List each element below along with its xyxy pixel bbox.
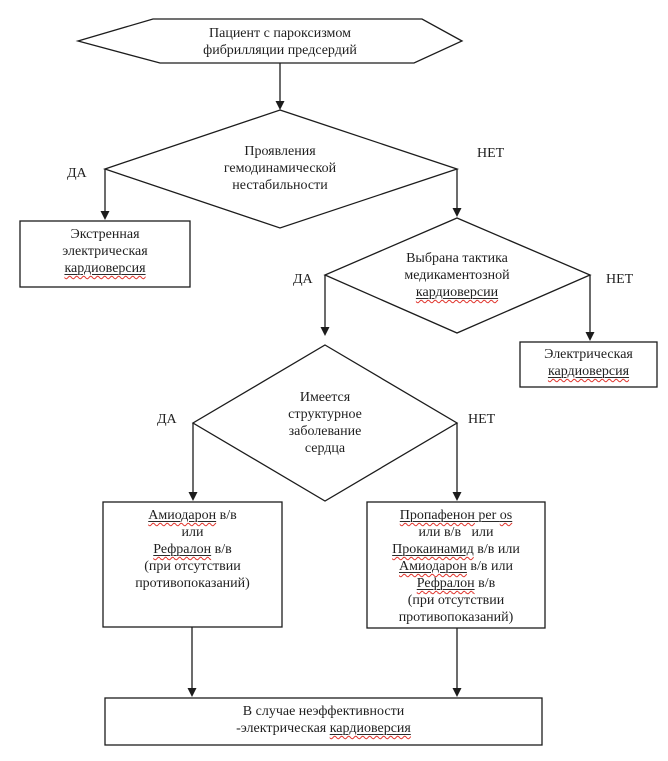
node-text-line: Пациент с пароксизмом — [209, 26, 351, 41]
drug-name: Прокаинамид — [392, 542, 474, 557]
decision-hemodynamic-outline — [102, 109, 460, 229]
misspelled-word: os — [499, 508, 513, 523]
misspelled-word: кардиоверсия — [547, 364, 630, 379]
node-text-line: Электрическая — [544, 347, 633, 362]
node-text-line: Пропафенон per os — [369, 507, 543, 524]
node-text-line: кардиоверсия — [522, 363, 655, 380]
drug-name: Рефралон — [416, 576, 475, 591]
box-emergency-cardioversion-outline — [19, 220, 191, 288]
box-ineffective-fallback-outline — [104, 697, 543, 746]
node-text-line: противопоказаний) — [398, 610, 514, 625]
text-segment: в/в или — [466, 559, 513, 574]
text-segment: в/в или — [473, 542, 520, 557]
box-drugs-no-structural: Пропафенон per os или в/в или Прокаинами… — [369, 507, 543, 626]
text-segment: per — [474, 508, 500, 523]
decision-structural-disease: Имеется структурное заболевание сердца — [245, 389, 405, 457]
branch-label-no: НЕТ — [477, 146, 505, 161]
node-text-line: Амиодарон в/в — [105, 507, 280, 524]
node-text-line: Рефралон в/в — [105, 541, 280, 558]
node-text-line: Имеется — [299, 390, 351, 405]
node-text-line: (при отсутствии — [407, 593, 505, 608]
box-emergency-cardioversion: Экстренная электрическая кардиоверсия — [22, 226, 188, 277]
node-text-line: Экстренная — [70, 227, 140, 242]
misspelled-word: кардиоверсия — [64, 261, 146, 276]
node-text-line: кардиоверсия — [22, 260, 188, 277]
node-text-line: кардиоверсии — [367, 284, 547, 301]
branch-label-yes: ДА — [67, 166, 87, 181]
node-text-line: (при отсутствии — [144, 559, 241, 574]
decision-hemodynamic: Проявления гемодинамической нестабильнос… — [190, 143, 370, 194]
drug-name: Амиодарон — [399, 559, 467, 574]
start-node-patient: Пациент с пароксизмом фибрилляции предсе… — [160, 25, 400, 59]
decision-medication-tactic: Выбрана тактика медикаментозной кардиове… — [367, 250, 547, 301]
text-segment: -электрическая — [236, 721, 330, 736]
node-text-line: фибрилляции предсердий — [203, 43, 357, 58]
node-text-line: Выбрана тактика — [406, 251, 508, 266]
node-text-line: нестабильности — [232, 178, 328, 193]
node-text-line: гемодинамической — [223, 161, 337, 176]
box-electrical-cardioversion-outline — [519, 341, 658, 388]
branch-label-no: НЕТ — [606, 272, 634, 287]
node-text-line: Прокаинамид в/в или — [369, 541, 543, 558]
text-segment: в/в — [216, 508, 237, 523]
node-text-line: В случае неэффективности — [242, 704, 405, 719]
arrowheads — [100, 101, 595, 697]
node-text-line: или — [181, 525, 204, 540]
misspelled-word: кардиоверсия — [329, 721, 411, 736]
node-text-line: электрическая — [62, 244, 148, 259]
branch-label-yes: ДА — [293, 272, 313, 287]
node-text-line: Амиодарон в/в или — [369, 558, 543, 575]
branch-label-yes: ДА — [157, 412, 177, 427]
node-text-line: структурное — [288, 407, 362, 422]
drug-name: Рефралон — [153, 542, 212, 557]
decision-structural-disease-outline — [191, 344, 459, 502]
drug-name: Пропафенон — [399, 508, 475, 523]
node-text-line: противопоказаний) — [135, 576, 250, 591]
box-drugs-no-structural-outline — [366, 501, 546, 629]
node-text-line: медикаментозной — [404, 268, 510, 283]
node-text-line: Проявления — [244, 144, 316, 159]
node-text-line: сердца — [304, 441, 346, 456]
node-text-line: или в/в или — [418, 525, 494, 540]
start-hexagon-outline — [75, 18, 464, 64]
misspelled-word: кардиоверсии — [415, 285, 499, 300]
node-text-line: заболевание — [288, 424, 362, 439]
branch-label-no: НЕТ — [468, 412, 496, 427]
box-drugs-structural: Амиодарон в/в или Рефралон в/в (при отсу… — [105, 507, 280, 592]
text-segment: в/в — [474, 576, 496, 591]
text-segment: в/в — [211, 542, 232, 557]
node-text-line: Рефралон в/в — [369, 575, 543, 592]
box-electrical-cardioversion: Электрическая кардиоверсия — [522, 346, 655, 380]
box-ineffective-fallback: В случае неэффективности -электрическая … — [107, 703, 540, 737]
drug-name: Амиодарон — [148, 508, 217, 523]
node-text-line: -электрическая кардиоверсия — [107, 720, 540, 737]
decision-medication-tactic-outline — [323, 217, 592, 334]
